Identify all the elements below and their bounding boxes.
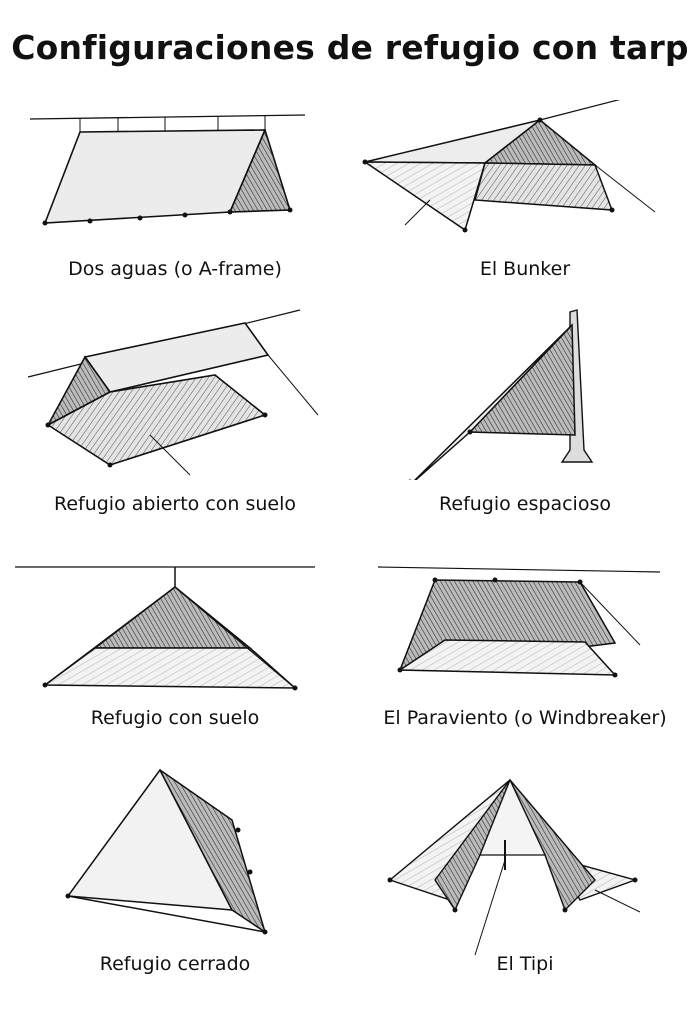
bunker-illustration <box>362 100 656 233</box>
windbreaker-illustration <box>377 566 661 678</box>
config-tipi: El Tipi <box>350 760 700 1002</box>
config-closed: Refugio cerrado <box>0 760 350 1002</box>
caption-windbreaker: El Paraviento (o Windbreaker) <box>383 707 667 729</box>
config-bunker: El Bunker <box>350 100 700 342</box>
caption-a-frame: Dos aguas (o A-frame) <box>68 258 282 280</box>
config-open-with-floor: Refugio abierto con suelo <box>0 300 350 542</box>
config-with-floor: Refugio con suelo <box>0 545 350 787</box>
with-floor-illustration <box>15 566 315 691</box>
spacious-illustration <box>408 309 594 480</box>
tipi-illustration <box>387 778 641 956</box>
closed-illustration <box>65 768 268 935</box>
caption-tipi: El Tipi <box>496 953 554 975</box>
page-title: Configuraciones de refugio con tarp <box>11 28 689 67</box>
config-a-frame: Dos aguas (o A-frame) <box>0 100 350 342</box>
config-windbreaker: El Paraviento (o Windbreaker) <box>350 545 700 787</box>
config-spacious: Refugio espacioso <box>350 300 700 542</box>
caption-spacious: Refugio espacioso <box>439 493 611 515</box>
caption-open-with-floor: Refugio abierto con suelo <box>53 493 297 515</box>
open-with-floor-illustration <box>27 309 319 476</box>
caption-closed: Refugio cerrado <box>99 953 251 975</box>
caption-with-floor: Refugio con suelo <box>90 707 260 729</box>
caption-bunker: El Bunker <box>479 258 571 280</box>
a-frame-illustration <box>29 114 306 226</box>
